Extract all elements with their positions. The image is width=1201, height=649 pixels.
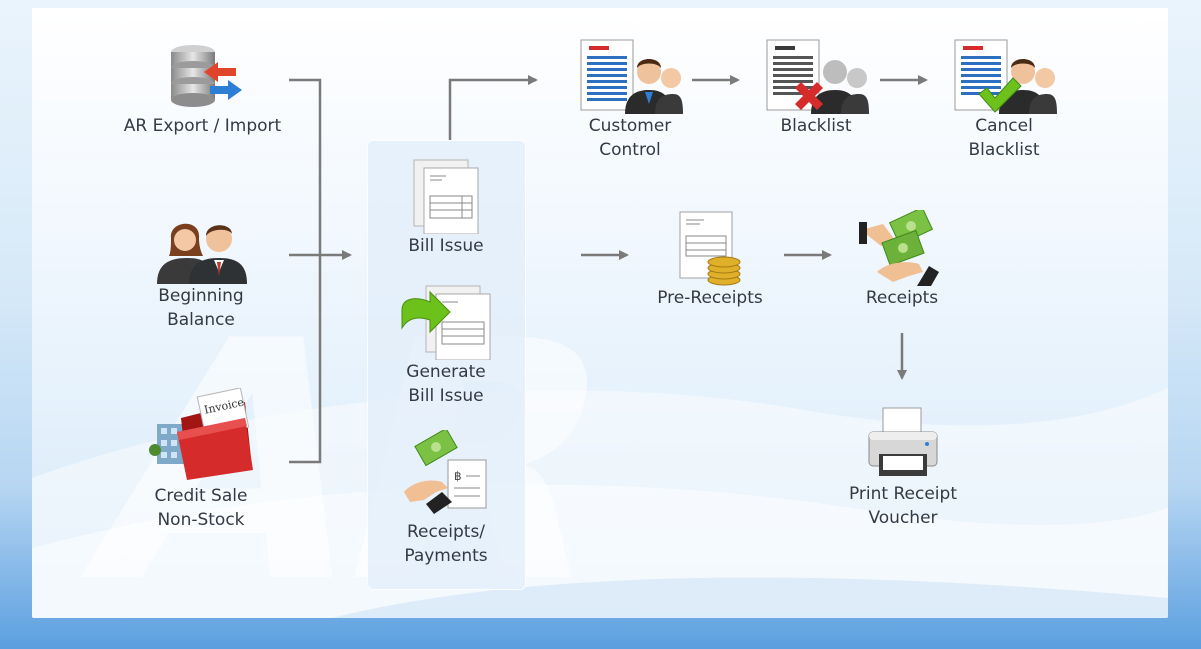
payment-receipt-icon: ฿ [404,430,487,514]
node-receipts-payments[interactable]: ฿ Receipts/ Payments [380,430,512,568]
node-bill-issue[interactable]: Bill Issue [380,158,512,258]
people-icon [157,223,247,284]
left-bracket-line [289,78,322,464]
node-beginning-balance[interactable]: Beginning Balance [130,212,272,332]
node-label: Bill Issue [408,236,484,256]
node-receipts[interactable]: Receipts [840,210,964,310]
node-cancel-blacklist[interactable]: Cancel Blacklist [936,38,1072,162]
node-label-line1: Receipts/ [406,522,486,542]
customer-list-icon [580,39,683,114]
node-label: Receipts [865,288,939,308]
node-label: Pre-Receipts [657,288,763,308]
cash-handover-icon [859,210,939,286]
node-blacklist[interactable]: Blacklist [748,38,884,138]
node-label-line1: Generate [406,362,486,382]
node-label: AR Export / Import [123,116,282,136]
node-label-line2: Voucher [868,508,938,528]
node-label-line2: Payments [404,546,488,566]
node-label-line1: Print Receipt [848,484,957,504]
generate-documents-icon [401,285,491,360]
currency-symbol: ฿ [454,469,462,483]
receipt-coins-icon [679,211,741,286]
printer-icon [868,407,938,476]
node-label-line2: Non-Stock [157,510,245,530]
node-label-line2: Blacklist [968,140,1040,160]
node-print-receipt-voucher[interactable]: Print Receipt Voucher [830,402,976,530]
node-label-line1: Customer [588,116,672,136]
node-pre-receipts[interactable]: Pre-Receipts [640,210,780,310]
arrow-to-customer-control [448,75,538,140]
node-label-line2: Balance [167,310,235,330]
node-label-line1: Cancel [975,116,1033,136]
node-customer-control[interactable]: Customer Control [560,38,700,162]
cancel-blacklist-icon [954,39,1057,114]
node-label-line1: Credit Sale [154,486,248,506]
blacklist-icon [766,39,869,114]
node-credit-sale-non-stock[interactable]: Invoice Credit Sale Non-Stock [130,388,272,532]
node-label-line2: Bill Issue [408,386,484,406]
node-generate-bill-issue[interactable]: Generate Bill Issue [380,284,512,408]
node-ar-export-import[interactable]: AR Export / Import [110,42,295,138]
database-transfer-icon [170,45,242,107]
node-label-line2: Control [599,140,661,160]
node-label-line1: Beginning [158,286,244,306]
invoice-folder-icon: Invoice [149,388,253,480]
node-label: Blacklist [780,116,852,136]
documents-icon [413,159,479,234]
